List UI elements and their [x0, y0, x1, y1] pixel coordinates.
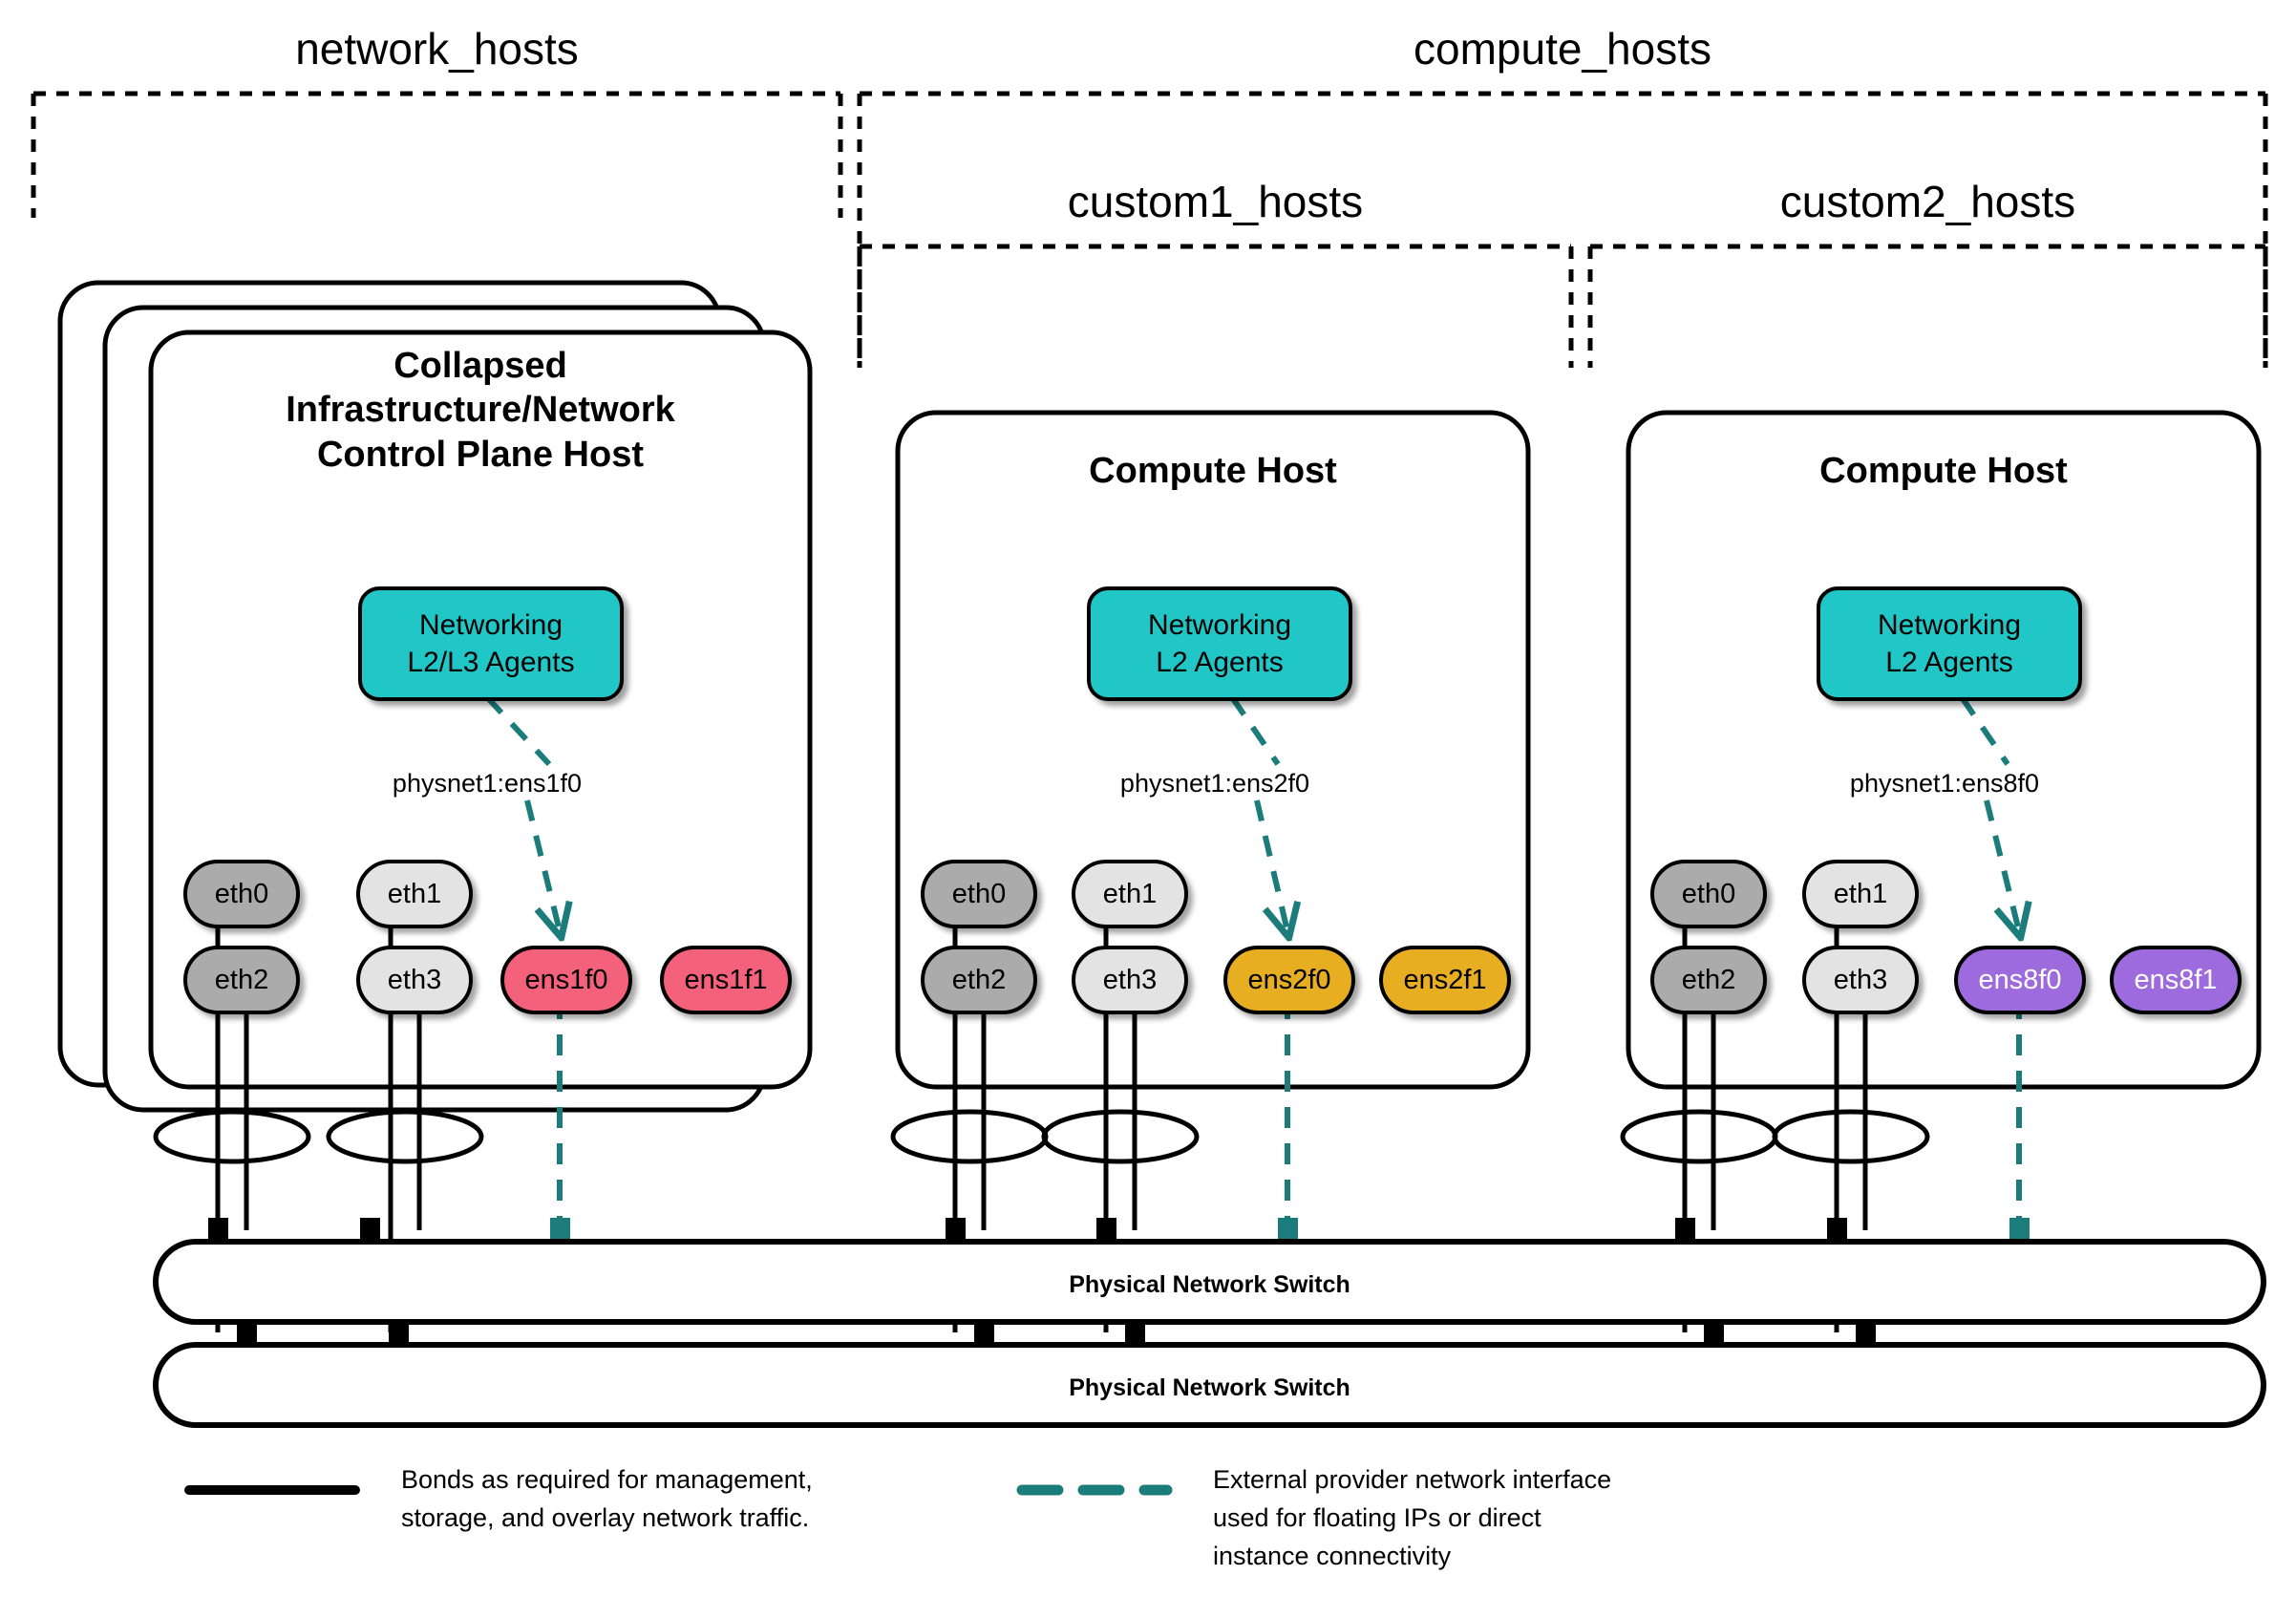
group-title-custom1-hosts: custom1_hosts: [1067, 177, 1364, 226]
host-card-compute-2: [1626, 410, 2262, 1090]
agent-line-2: L2 Agents: [1156, 647, 1284, 678]
host-title-control-plane: Collapsed Infrastructure/Network Control…: [286, 346, 675, 475]
nic-ens2f1-host-2: ens2f1: [1379, 946, 1511, 1014]
physnet-label-compute-2: physnet1:ens8f0: [1849, 769, 2040, 798]
nic-eth2-host-1: eth2: [183, 946, 300, 1014]
switch-label-top: Physical Network Switch: [1069, 1271, 1350, 1298]
group-frame-compute-hosts: [857, 91, 2268, 368]
agent-box-compute-1: Networking L2 Agents: [1087, 586, 1352, 701]
nic-eth0-host-1: eth0: [183, 860, 300, 928]
host-title-compute-2: Compute Host: [1819, 451, 2068, 491]
nic-ens8f0-host-3: ens8f0: [1954, 946, 2086, 1014]
nic-eth3-host-2: eth3: [1072, 946, 1188, 1014]
provider-link-host-3: [1959, 695, 2019, 1224]
group-frame-custom1-hosts: [857, 244, 1574, 368]
agent-box-control-plane: Networking L2/L3 Agents: [358, 586, 624, 701]
physnet-label-compute-1: physnet1:ens2f0: [1119, 769, 1310, 798]
nic-eth0-host-3: eth0: [1650, 860, 1767, 928]
nic-eth0-host-2: eth0: [921, 860, 1037, 928]
nic-eth1-host-1: eth1: [356, 860, 473, 928]
agent-line-2: L2 Agents: [1885, 647, 2013, 678]
switch-label-bottom: Physical Network Switch: [1069, 1374, 1350, 1401]
agent-line-1: Networking: [1877, 609, 2022, 641]
legend-text-bonds: Bonds as required for management, storag…: [401, 1465, 813, 1532]
group-frame-network-hosts: [31, 91, 843, 218]
nic-ens1f1-host-1: ens1f1: [660, 946, 792, 1014]
agent-line-1: Networking: [1147, 609, 1292, 641]
nic-ens2f0-host-2: ens2f0: [1223, 946, 1355, 1014]
group-title-compute-hosts: compute_hosts: [1414, 24, 1711, 74]
legend-text-provider: External provider network interface used…: [1213, 1465, 1612, 1570]
nic-ens1f0-host-1: ens1f0: [500, 946, 632, 1014]
nic-eth3-host-3: eth3: [1802, 946, 1919, 1014]
nic-eth2-host-2: eth2: [921, 946, 1037, 1014]
nic-eth1-host-3: eth1: [1802, 860, 1919, 928]
provider-link-host-1: [484, 694, 560, 1224]
group-title-network-hosts: network_hosts: [295, 24, 579, 74]
group-frame-custom2-hosts: [1587, 244, 2268, 368]
physical-switch-top: [153, 1239, 2266, 1325]
nic-ens8f1-host-3: ens8f1: [2110, 946, 2242, 1014]
agent-box-compute-2: Networking L2 Agents: [1817, 586, 2082, 701]
nic-eth2-host-3: eth2: [1650, 946, 1767, 1014]
host-card-compute-1: [895, 410, 1531, 1090]
physnet-label-control-plane: physnet1:ens1f0: [392, 769, 583, 798]
physical-switch-bottom: [153, 1342, 2266, 1428]
nic-eth1-host-2: eth1: [1072, 860, 1188, 928]
agent-line-1: Networking: [418, 609, 563, 641]
host-title-compute-1: Compute Host: [1089, 451, 1337, 491]
nic-eth3-host-1: eth3: [356, 946, 473, 1014]
group-title-custom2-hosts: custom2_hosts: [1779, 177, 2076, 226]
provider-link-host-2: [1229, 695, 1287, 1224]
agent-line-2: L2/L3 Agents: [407, 647, 575, 678]
